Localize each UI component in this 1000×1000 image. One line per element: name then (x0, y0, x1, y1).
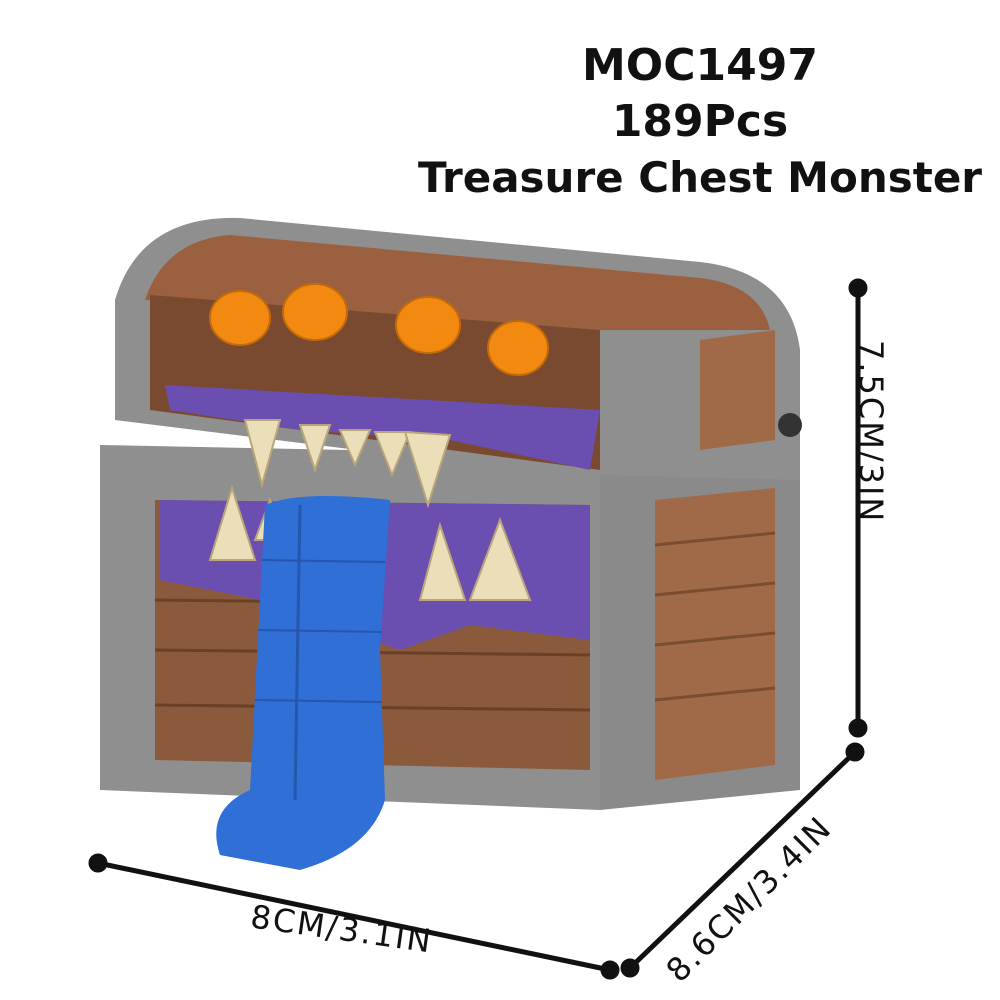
upper-teeth (243, 419, 452, 509)
product-code: MOC1497 (582, 40, 818, 91)
depth-dot-top (845, 742, 865, 762)
width-line (97, 860, 611, 973)
lid-side-wood (700, 330, 775, 450)
height-dot-bottom (848, 718, 868, 738)
tongue (216, 496, 390, 870)
lower-teeth (208, 484, 532, 601)
eyes (209, 283, 549, 376)
eye-1 (209, 290, 271, 346)
tongue-crease (293, 504, 302, 801)
title-block: MOC1497 189Pcs Treasure Chest Monster (400, 38, 1000, 206)
depth-line (628, 750, 857, 970)
side-wood-lines (654, 531, 776, 702)
hinge (778, 413, 802, 437)
eye-2 (282, 283, 348, 341)
chest-side-wood (655, 488, 775, 780)
tongue-segments (254, 559, 386, 703)
eye-4 (487, 320, 549, 376)
height-dot-top (848, 278, 868, 298)
width-dot-right (600, 960, 620, 980)
piece-count: 189Pcs (611, 96, 789, 147)
eye-3 (395, 296, 461, 354)
upper-lip (165, 385, 600, 470)
dimension-lines (88, 278, 868, 980)
width-dot-left (88, 853, 108, 873)
height-label: 7.5CM/3IN (852, 340, 890, 524)
treasure-chest (100, 217, 802, 870)
depth-dot-bottom (620, 958, 640, 978)
product-name: Treasure Chest Monster (417, 153, 983, 202)
